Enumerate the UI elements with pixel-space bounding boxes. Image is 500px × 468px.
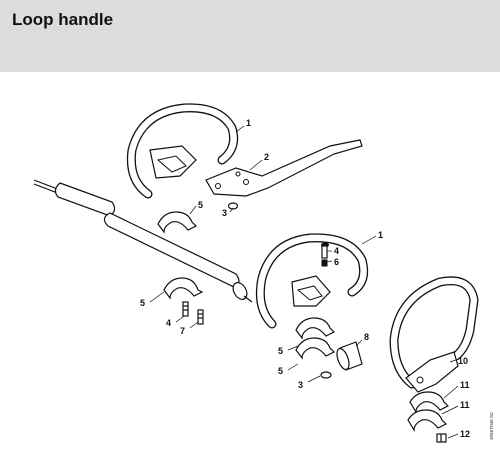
header-bar: Loop handle bbox=[0, 0, 500, 72]
callout-washer-top: 3 bbox=[222, 208, 227, 218]
callout-screw-left-b: 7 bbox=[180, 326, 185, 336]
clamp-mid-b bbox=[295, 337, 336, 360]
loop-handle-right bbox=[389, 276, 479, 393]
callout-clamp-top: 5 bbox=[198, 200, 203, 210]
clamp-mid-a bbox=[295, 317, 336, 340]
clamp-right-b bbox=[407, 409, 448, 433]
callout-loop-handle-top: 1 bbox=[246, 118, 251, 128]
screw-left-b bbox=[197, 309, 204, 325]
page-title: Loop handle bbox=[12, 10, 114, 29]
callout-loop-handle-right: 10 bbox=[458, 356, 468, 366]
screw-mid bbox=[321, 242, 329, 267]
screw-left bbox=[182, 301, 189, 317]
washer-top bbox=[227, 202, 239, 210]
callout-washer-mid: 3 bbox=[298, 380, 303, 390]
drive-tube bbox=[33, 179, 253, 303]
loop-handle-mid bbox=[255, 233, 369, 329]
exploded-parts-diagram: 1 2 3 5 5 4 7 1 4 6 5 5 3 8 10 11 11 12 … bbox=[33, 103, 494, 443]
barrier-bar bbox=[205, 139, 363, 197]
callout-loop-handle-mid: 1 bbox=[378, 230, 383, 240]
screw-right bbox=[436, 433, 447, 443]
callout-screw-right: 12 bbox=[460, 429, 470, 439]
loop-handle-top bbox=[126, 103, 239, 199]
callout-barrier-bar: 2 bbox=[264, 152, 269, 162]
callout-clamp-mid-a: 5 bbox=[278, 346, 283, 356]
clamp-top bbox=[157, 211, 198, 234]
clamp-left bbox=[163, 277, 204, 300]
callout-sleeve: 8 bbox=[364, 332, 369, 342]
callout-clamp-mid-b: 5 bbox=[278, 366, 283, 376]
sleeve bbox=[336, 341, 363, 371]
washer-mid bbox=[320, 371, 332, 379]
callout-screw-left: 4 bbox=[166, 318, 171, 328]
callout-clamp-left: 5 bbox=[140, 298, 145, 308]
clamp-right-a bbox=[409, 391, 450, 415]
callout-clamp-right-a: 11 bbox=[460, 380, 470, 390]
callout-spacer-mid: 6 bbox=[334, 257, 339, 267]
leader-lines bbox=[149, 125, 459, 439]
callout-screw-mid: 4 bbox=[334, 246, 339, 256]
drawing-code: 355ET046 SC bbox=[489, 411, 494, 440]
callout-clamp-right-b: 11 bbox=[460, 400, 470, 410]
